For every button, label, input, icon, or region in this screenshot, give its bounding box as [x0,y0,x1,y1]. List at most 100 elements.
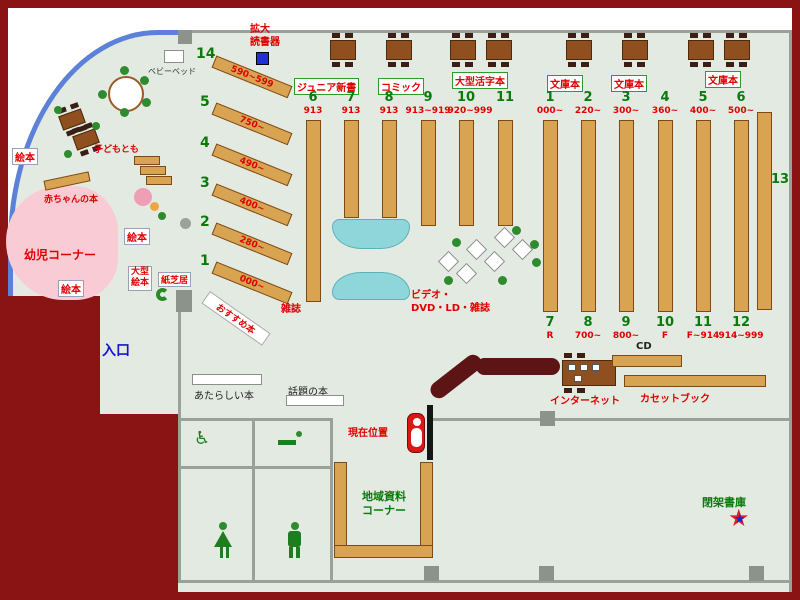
shelf-range: 913 [379,106,399,116]
shelf-range: 500~ [727,106,755,116]
bookshelf-a8 [382,120,397,218]
local-materials-label: 地域資料 コーナー [362,490,406,517]
shelf-range: 360~ [651,106,679,116]
round-table [108,76,144,112]
pillar [540,411,555,426]
shelf-number: 5 [698,90,708,105]
reading-table [330,33,356,67]
marker-figure-head [413,418,421,426]
shelf-range: 700~ [574,331,602,341]
closed-stacks-label: 閉架書庫 [702,496,746,509]
gray-pouf [180,218,191,229]
shelf-range: R [546,331,554,341]
shelf-range: F~914 [686,331,720,341]
cyan-bench-bottom [332,272,410,300]
shelf-number: 13 [770,172,790,187]
chair-dot [92,122,100,130]
bookshelf-a7 [344,120,359,218]
toddler-corner-label: 幼児コーナー [24,248,97,262]
shelf-number: 11 [495,90,515,105]
frame-top [0,0,800,8]
shelf-number: 2 [583,90,593,105]
magnifier-label: 拡大 読書器 [250,24,280,48]
picture-books-label: 絵本 [124,228,150,245]
wall [178,30,792,33]
local-materials-shelf [420,462,433,554]
cd-label: CD [636,341,652,352]
man-icon [289,547,293,558]
cassette-label: カセットブック [640,394,710,405]
bookshelf-a11 [498,120,513,226]
frame-bottom [0,592,800,600]
shelf-range: 000~ [536,106,564,116]
shelf-range: 800~ [612,331,640,341]
kodomo-no-tomo-label: 子どもとも [94,145,139,155]
shelf-number: 6 [308,90,318,105]
bookshelf-b4 [658,120,673,312]
chair-dot [120,108,129,117]
chair-dot [64,150,72,158]
video-dvd-label: ビデオ・ DVD・LD・雑誌 [411,290,491,314]
man-icon [288,531,301,547]
reading-table [386,33,412,67]
service-counter [476,358,560,375]
wall [178,580,792,583]
pink-pouf [134,188,152,206]
bunko-label: 文庫本 [611,75,647,92]
shelf-range: 914~999 [718,331,764,341]
shelf-range: 300~ [612,106,640,116]
frame-right [792,0,800,600]
shelf-range: F [661,331,669,341]
wall [330,418,333,582]
bookshelf-a6 [306,120,321,302]
large-picture-books-label: 大型 絵本 [128,266,153,291]
bunko-label: 文庫本 [705,71,741,88]
bookshelf-a10 [459,120,474,226]
baby-bed-icon [164,50,184,63]
chair-dot [140,76,149,85]
entrance-corridor [100,296,178,414]
marker-figure-body [411,428,422,447]
cassette-shelf [624,375,766,387]
shelf-number: 8 [384,90,394,105]
wall [178,466,333,469]
current-location-label: 現在位置 [348,428,388,439]
woman-icon [214,531,232,547]
reading-table [622,33,648,67]
shelf-number: 2 [200,214,210,230]
orange-pouf [150,202,159,211]
shelf-number: 7 [346,90,356,105]
cd-shelf [612,355,682,367]
chair-dot [532,258,541,267]
shelf-number: 3 [621,90,631,105]
shelf-number: 10 [456,90,476,105]
shelf-number: 4 [660,90,670,105]
bookshelf-a9 [421,120,436,226]
chair-dot [98,90,107,99]
shelf-number: 3 [200,175,210,191]
man-icon [296,547,300,558]
kamishibai-label: 紙芝居 [158,272,192,287]
wall [252,418,255,582]
bookshelf-13 [757,112,772,310]
chair-dot [452,238,461,247]
chair-dot [530,240,539,249]
baby-books-label: 赤ちゃんの本 [44,195,99,205]
shelf-number: 11 [693,315,713,330]
chair-dot [54,106,62,114]
picture-books-label: 絵本 [58,280,84,297]
bookshelf-b3 [619,120,634,312]
pillar [178,30,192,44]
wall [433,418,541,421]
door-post [427,405,433,460]
internet-label: インターネット [550,396,620,407]
wheelchair-icon: ♿ [194,428,211,449]
main-floor [178,30,792,592]
reading-table [450,33,476,67]
shelf-number: 4 [200,135,210,151]
chair-dot [498,276,507,285]
baby-station-icon [296,431,302,437]
shelf-number: 7 [545,315,555,330]
woman-icon [220,547,223,558]
magazines-label: 雑誌 [281,304,301,315]
